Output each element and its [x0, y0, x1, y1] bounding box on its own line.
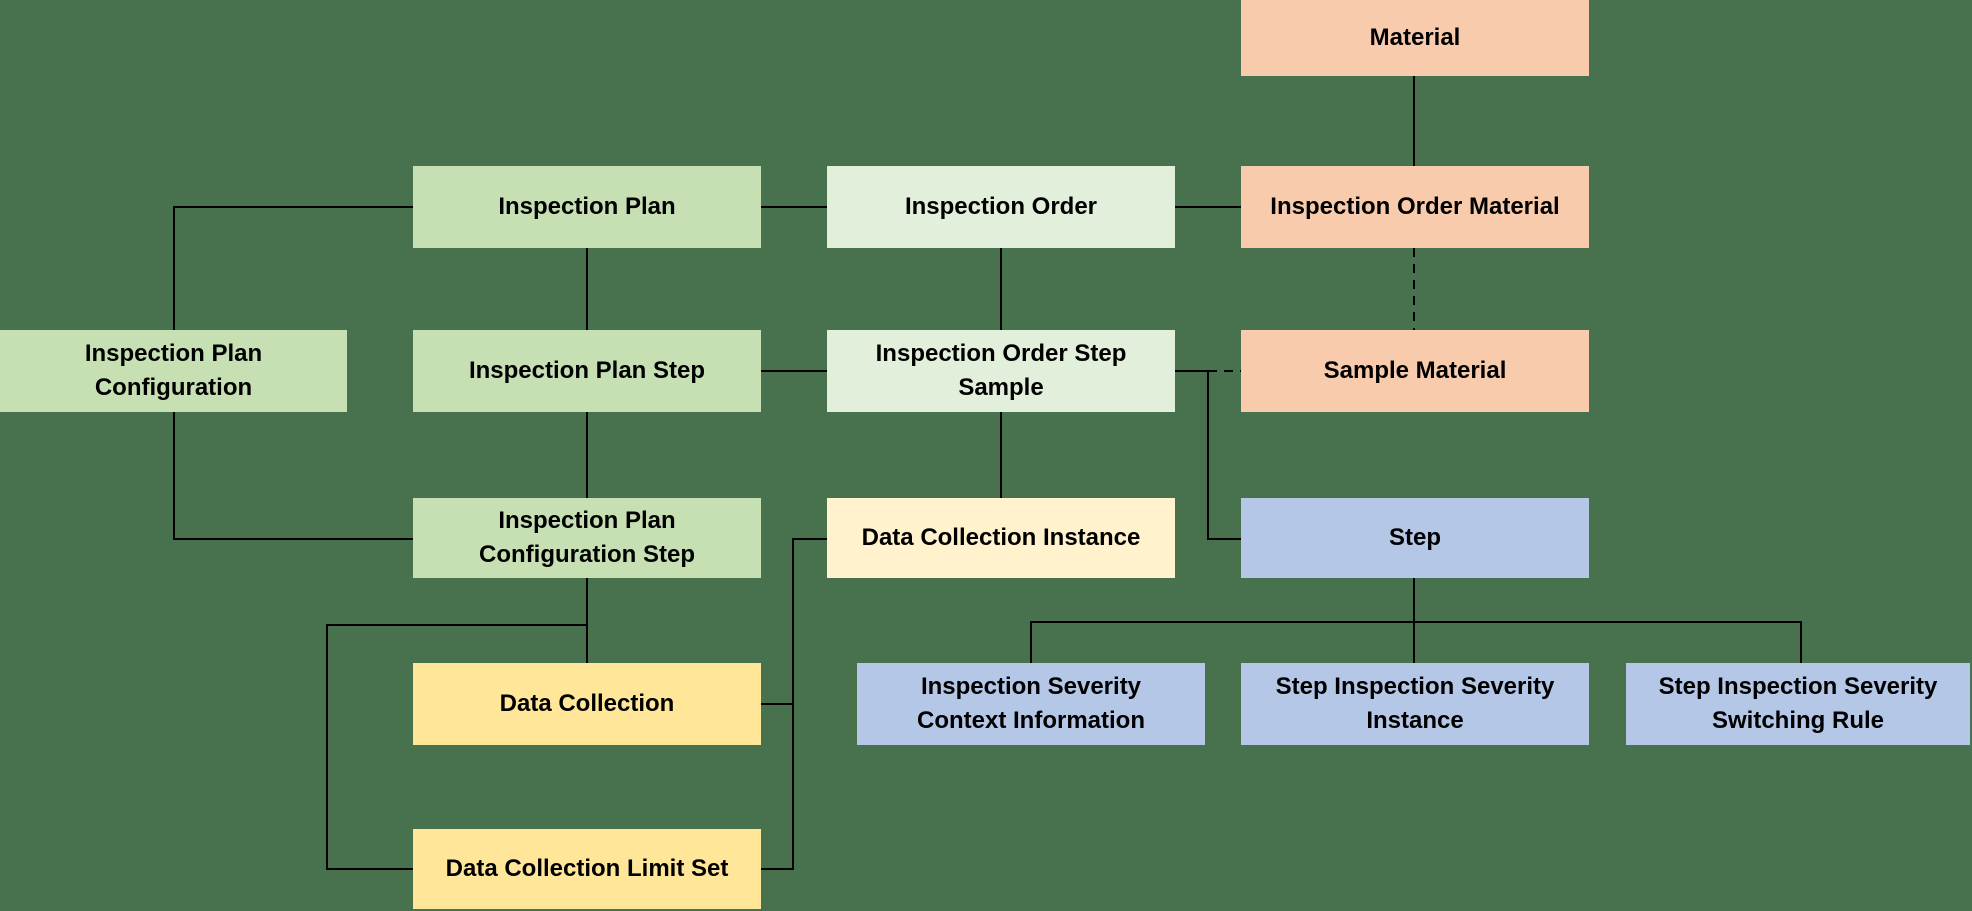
connector-inspection-order-to-inspection-order-material — [1175, 206, 1241, 208]
node-inspection-plan-configuration: Inspection Plan Configuration — [0, 330, 347, 412]
node-inspection-plan: Inspection Plan — [413, 166, 761, 248]
node-label: Switching Rule — [1711, 707, 1884, 734]
connector-step-sample-to-step-h — [1207, 538, 1241, 540]
connector-step-sample-to-sample-material-dashed — [1208, 370, 1241, 372]
node-inspection-severity-context-information: Inspection Severity Context Information — [857, 663, 1205, 745]
node-label: Inspection Plan — [498, 193, 676, 220]
connector-inspection-plan-to-inspection-plan-step — [586, 248, 588, 330]
node-label: Inspection Plan Step — [468, 357, 706, 384]
node-label: Sample — [958, 374, 1044, 401]
connector-step-children-rail — [1030, 621, 1802, 623]
node-inspection-plan-step: Inspection Plan Step — [413, 330, 761, 412]
node-data-collection: Data Collection — [413, 663, 761, 745]
node-inspection-order-step-sample: Inspection Order Step Sample — [827, 330, 1175, 412]
connector-step-sample-junction-h — [1175, 370, 1209, 372]
connector-branch-to-limit-set-v — [326, 624, 328, 870]
node-label: Data Collection Instance — [861, 524, 1141, 551]
node-label: Inspection Order — [904, 193, 1098, 220]
node-label: Data Collection Limit Set — [445, 855, 729, 882]
node-label: Material — [1369, 24, 1461, 51]
connector-inspection-plan-to-inspection-order — [761, 206, 827, 208]
connector-step-to-children-trunk — [1413, 578, 1415, 663]
connector-configuration-to-configuration-step-v — [173, 412, 175, 540]
connector-inspection-plan-to-configuration-h — [173, 206, 413, 208]
connector-right-net-to-data-collection-instance — [792, 538, 827, 540]
connector-inspection-plan-step-to-configuration-step — [586, 412, 588, 498]
connector-rail-to-severity-context — [1030, 621, 1032, 664]
connector-step-sample-to-step-v — [1207, 370, 1209, 540]
node-inspection-order-material: Inspection Order Material — [1241, 166, 1589, 248]
node-step-inspection-severity-instance: Step Inspection Severity Instance — [1241, 663, 1589, 745]
node-label: Data Collection — [499, 690, 675, 717]
node-label: Inspection Severity — [920, 673, 1142, 700]
node-data-collection-limit-set: Data Collection Limit Set — [413, 829, 761, 909]
node-step: Step — [1241, 498, 1589, 578]
connector-limit-set-to-right-net — [761, 868, 794, 870]
node-label: Step — [1388, 524, 1441, 551]
connector-step-sample-to-data-collection-instance — [1000, 412, 1002, 498]
node-label: Instance — [1366, 707, 1464, 734]
node-label: Inspection Order Material — [1270, 193, 1560, 220]
connector-configuration-step-branch-h — [326, 624, 588, 626]
connector-configuration-step-to-data-collection — [586, 578, 588, 663]
node-label: Configuration — [94, 374, 253, 401]
connector-data-collection-to-right-net — [761, 703, 794, 705]
node-label: Step Inspection Severity — [1658, 673, 1938, 700]
node-label: Context Information — [917, 707, 1145, 734]
node-step-inspection-severity-switching-rule: Step Inspection Severity Switching Rule — [1626, 663, 1970, 745]
connector-inspection-plan-step-to-step-sample — [761, 370, 827, 372]
connector-inspection-order-material-to-sample-material-dashed — [1413, 248, 1415, 330]
node-label: Step Inspection Severity — [1275, 673, 1555, 700]
node-label: Inspection Plan — [498, 507, 676, 534]
node-sample-material: Sample Material — [1241, 330, 1589, 412]
node-data-collection-instance: Data Collection Instance — [827, 498, 1175, 578]
node-label: Inspection Plan — [84, 340, 263, 367]
node-inspection-order: Inspection Order — [827, 166, 1175, 248]
node-label: Configuration Step — [479, 541, 695, 568]
connector-inspection-plan-to-configuration-v — [173, 206, 175, 330]
connector-rail-to-switching-rule — [1800, 621, 1802, 664]
connector-branch-to-limit-set-h — [326, 868, 413, 870]
node-label: Inspection Order Step — [875, 340, 1127, 367]
node-inspection-plan-configuration-step: Inspection Plan Configuration Step — [413, 498, 761, 578]
connector-configuration-to-configuration-step-h — [173, 538, 413, 540]
connector-inspection-order-to-step-sample — [1000, 248, 1002, 330]
node-label: Sample Material — [1323, 357, 1507, 384]
connector-material-to-inspection-order-material — [1413, 76, 1415, 168]
node-material: Material — [1241, 0, 1589, 76]
